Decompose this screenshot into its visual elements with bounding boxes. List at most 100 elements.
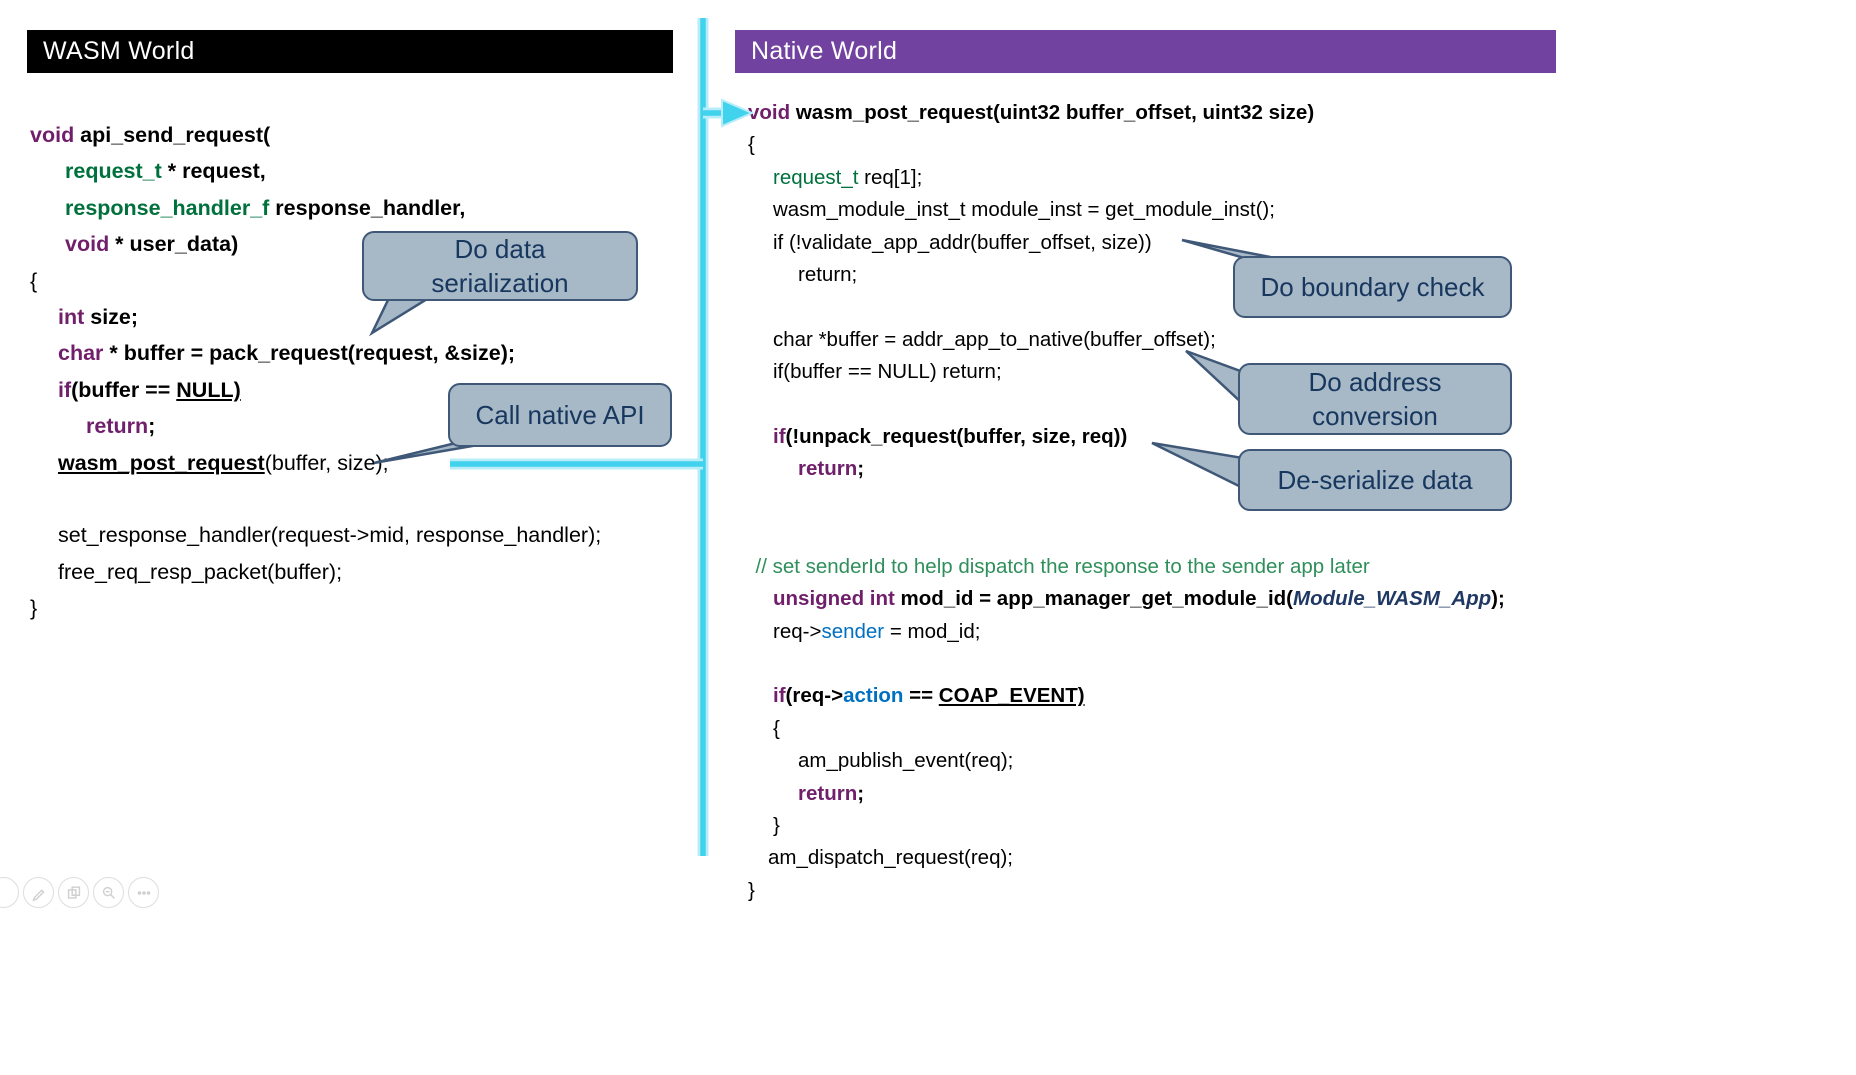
code-line: if(buffer == NULL) return; [748,356,1505,388]
callout-text: Do boundary check [1260,272,1485,302]
code-token: if [58,377,72,402]
callout-do-data-serialization: Do data serialization [362,231,638,301]
code-token: return [798,781,858,805]
code-token: api_send_request( [80,123,271,147]
code-line: int size; [30,299,601,335]
wasm-world-title: WASM World [43,37,195,65]
code-token: am_publish_event(req); [798,749,1014,773]
code-token: (buffer == [71,377,177,402]
code-token: char *buffer = addr_app_to_native(buffer… [773,327,1216,351]
code-line: } [748,875,1505,907]
code-token: void [748,101,796,124]
code-line: request_t * request, [30,153,601,189]
pencil-button[interactable] [23,877,54,908]
code-token: if(buffer == NULL) return; [773,360,1002,384]
code-token: am_dispatch_request(req); [768,846,1013,870]
code-line: if(req->action == COAP_EVENT) [748,680,1505,712]
code-line: } [748,810,1505,842]
code-token: * request, [167,159,266,184]
code-line: return; [748,453,1505,485]
code-token: void [30,123,81,147]
code-line: return; [30,408,601,444]
code-line: // set senderId to help dispatch the res… [748,551,1505,583]
code-token: req[1]; [864,165,923,189]
code-line: wasm_post_request(buffer, size); [30,445,601,481]
code-line: if (!validate_app_addr(buffer_offset, si… [748,227,1505,259]
code-token: { [30,268,38,293]
more-button[interactable] [128,877,159,908]
code-token: response_handler, [275,195,466,220]
code-token: ; [857,457,865,481]
code-token: return; [798,263,858,287]
code-line: unsigned int mod_id = app_manager_get_mo… [748,583,1505,615]
code-token: free_req_resp_packet(buffer); [58,559,343,584]
code-token: wasm_post_request(uint32 buffer_offset, … [795,101,1315,124]
code-token: { [773,716,780,740]
code-line: request_t req[1]; [748,162,1505,194]
code-token: // set senderId to help dispatch the res… [755,554,1370,578]
code-token: } [773,813,780,837]
zoom-button[interactable] [93,877,124,908]
native-world-title: Native World [751,37,898,65]
code-token: unsigned int [773,587,901,611]
code-token: request_t [65,159,168,184]
code-token: ; [148,414,156,439]
code-line: wasm_module_inst_t module_inst = get_mod… [748,194,1505,226]
code-token: response_handler_f [65,195,276,220]
code-token: * user_data) [115,232,239,257]
code-line [748,518,1505,550]
code-token: return [86,414,149,439]
code-token: sender [821,619,885,643]
code-token: } [30,596,38,621]
presentation-toolbar [0,877,159,911]
code-token: request_t [773,165,865,189]
wasm-code: void api_send_request( request_t * reques… [30,117,601,627]
code-line: free_req_resp_packet(buffer); [30,554,601,590]
code-token: if [773,425,786,449]
code-token: return [798,457,858,481]
code-line: char *buffer = addr_app_to_native(buffer… [748,324,1505,356]
native-world-header: Native World [735,30,1556,73]
code-line: void * user_data) [30,226,601,262]
callout-text: Do data serialization [431,234,569,298]
code-line: { [30,263,601,299]
code-token: (!unpack_request(buffer, size, req)) [785,425,1128,449]
code-line [748,648,1505,680]
code-line: char * buffer = pack_request(request, &s… [30,335,601,371]
code-token: size; [90,305,139,330]
code-line: response_handler_f response_handler, [30,190,601,226]
code-token: (req-> [785,684,844,708]
code-token: COAP_EVENT) [938,684,1085,708]
code-line: if(!unpack_request(buffer, size, req)) [748,421,1505,453]
pages-button[interactable] [58,877,89,908]
code-line: { [748,129,1505,161]
code-token: req-> [773,619,822,643]
code-line: am_publish_event(req); [748,745,1505,777]
code-line: { [748,713,1505,745]
edge-button[interactable] [0,877,19,908]
code-line: return; [748,259,1505,291]
code-token: { [748,133,755,157]
code-line: return; [748,778,1505,810]
code-token: if (!validate_app_addr(buffer_offset, si… [773,230,1152,254]
code-token: set_response_handler(request->mid, respo… [58,523,602,548]
code-token: if [773,684,786,708]
code-token: char [58,341,110,366]
code-line: set_response_handler(request->mid, respo… [30,517,601,553]
callout-text: Call native API [475,400,645,430]
code-token: } [748,878,755,902]
code-token: == [903,684,939,708]
code-token: Module_WASM_App [1293,587,1492,611]
zoom-icon [102,886,115,899]
code-token: mod_id = app_manager_get_module_id( [900,587,1293,611]
callout-de-serialize-data: De-serialize data [1238,449,1512,511]
code-line: req->sender = mod_id; [748,616,1505,648]
code-token: = mod_id; [884,619,981,643]
code-token: action [843,684,904,708]
code-token: wasm_module_inst_t module_inst = get_mod… [773,198,1275,222]
pencil-icon [31,888,45,901]
code-token: wasm_post_request [58,450,265,475]
code-line: } [30,590,601,626]
pages-icon [67,885,80,899]
